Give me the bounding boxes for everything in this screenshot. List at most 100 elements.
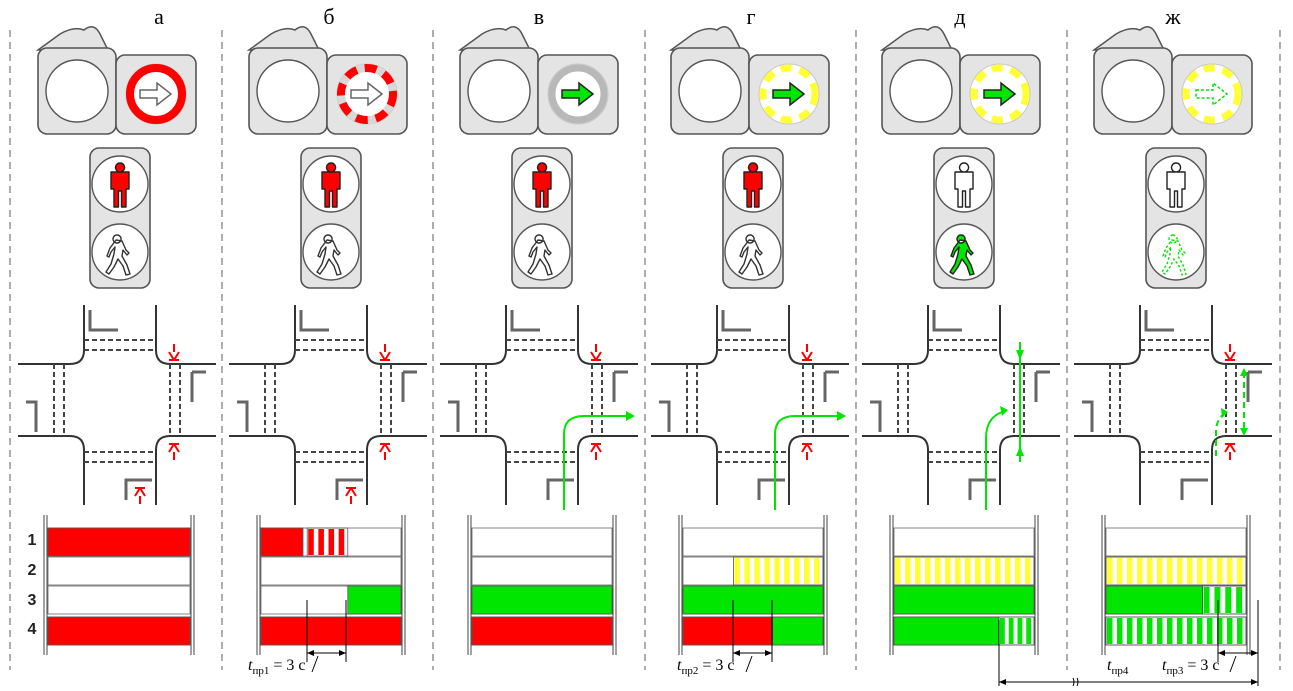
flashing-segment bbox=[895, 558, 901, 584]
stop-signal-marker bbox=[590, 344, 602, 361]
vehicle-signal-head bbox=[35, 26, 197, 135]
row-label-4: 4 bbox=[27, 621, 37, 638]
curb bbox=[999, 305, 1060, 365]
stop-line bbox=[1180, 478, 1208, 500]
flashing-segment bbox=[744, 558, 750, 584]
green-man-lamp bbox=[302, 223, 360, 281]
flashing-segment bbox=[1167, 558, 1173, 584]
arrow-ring bbox=[1182, 64, 1242, 124]
flashing-segment bbox=[1117, 558, 1123, 584]
stop-line bbox=[124, 478, 152, 500]
red-man-lamp bbox=[513, 155, 571, 213]
green-phase-bar bbox=[1105, 585, 1203, 615]
flashing-segment bbox=[1137, 618, 1143, 644]
flashing-segment bbox=[794, 558, 800, 584]
flashing-segment bbox=[1225, 587, 1232, 613]
green-phase-bar bbox=[893, 585, 1035, 615]
curb bbox=[1074, 435, 1141, 505]
flashing-segment bbox=[1217, 618, 1223, 644]
main-lamp-off bbox=[678, 59, 742, 123]
flashing-segment bbox=[1107, 618, 1113, 644]
flashing-phase-bar bbox=[306, 527, 349, 557]
walking-man-icon bbox=[738, 234, 764, 276]
panel-letter-b: б bbox=[323, 4, 335, 29]
panel-letter-v: в bbox=[533, 4, 545, 29]
curb bbox=[999, 435, 1060, 505]
vehicle-signal-head bbox=[879, 26, 1041, 135]
green-arrow-icon bbox=[139, 81, 173, 107]
flashing-segment bbox=[1015, 558, 1021, 584]
flashing-segment bbox=[965, 558, 971, 584]
red-man-lamp bbox=[302, 155, 360, 213]
axis-break bbox=[1072, 677, 1079, 687]
intersection-plan bbox=[1074, 305, 1272, 505]
curb bbox=[651, 305, 718, 365]
flashing-segment bbox=[1005, 558, 1011, 584]
stop-line bbox=[299, 310, 329, 332]
stop-signal-marker bbox=[345, 487, 357, 504]
flashing-segment bbox=[1000, 618, 1005, 644]
flashing-segment bbox=[995, 558, 1001, 584]
flashing-phase-bar bbox=[1105, 556, 1247, 586]
main-lamp-off bbox=[467, 59, 531, 123]
pedestrian-signal bbox=[933, 147, 995, 289]
intersection-plan bbox=[18, 305, 216, 505]
walking-man-icon bbox=[316, 234, 342, 276]
vehicle-signal-head bbox=[246, 26, 408, 135]
intersection-plan bbox=[862, 305, 1060, 510]
flashing-segment bbox=[1147, 618, 1153, 644]
timing-row-2 bbox=[47, 556, 191, 586]
flashing-segment bbox=[1137, 558, 1143, 584]
flashing-segment bbox=[1157, 618, 1163, 644]
stop-signal-marker bbox=[1224, 443, 1236, 460]
vehicle-signal-head bbox=[457, 26, 619, 135]
flashing-segment bbox=[338, 529, 345, 555]
main-lamp-off bbox=[1101, 59, 1165, 123]
intersection-plan bbox=[440, 305, 638, 510]
stop-line bbox=[335, 478, 363, 500]
green-phase-bar bbox=[893, 616, 1000, 646]
green-arrow-icon bbox=[1195, 81, 1229, 107]
stop-line bbox=[237, 400, 249, 432]
curb bbox=[1074, 305, 1141, 365]
row-label-3: 3 bbox=[27, 592, 37, 609]
intersection-plan bbox=[229, 305, 427, 505]
curb bbox=[155, 305, 216, 365]
flashing-segment bbox=[1127, 558, 1133, 584]
panel-letter-g: г bbox=[746, 4, 756, 29]
flashing-segment bbox=[774, 558, 780, 584]
curb bbox=[862, 305, 929, 365]
timing-row-2 bbox=[471, 556, 613, 586]
curb bbox=[18, 435, 85, 505]
flashing-segment bbox=[1197, 558, 1203, 584]
green-arrow-icon bbox=[350, 81, 384, 107]
visor bbox=[457, 26, 532, 51]
label-leader bbox=[745, 655, 753, 673]
panel-letter-d: д bbox=[954, 4, 966, 29]
stop-signal-marker bbox=[168, 344, 180, 361]
stop-line bbox=[510, 310, 540, 332]
flashing-segment bbox=[1237, 558, 1243, 584]
stop-signal-marker bbox=[1224, 344, 1236, 361]
stop-line bbox=[88, 310, 118, 332]
vehicle-signal-head bbox=[1091, 26, 1253, 135]
panel-letter-zh: ж bbox=[1165, 4, 1181, 29]
green-arrow-icon bbox=[561, 81, 595, 107]
flashing-segment bbox=[1187, 618, 1193, 644]
stop-signal-marker bbox=[134, 487, 146, 504]
flashing-segment bbox=[1117, 618, 1123, 644]
visor bbox=[668, 26, 743, 51]
arrow-ring bbox=[548, 64, 608, 124]
stop-line bbox=[1082, 400, 1094, 432]
stop-signal-marker bbox=[801, 443, 813, 460]
right-turn-path bbox=[563, 415, 626, 510]
standing-man-icon bbox=[1166, 162, 1186, 208]
curb bbox=[788, 305, 849, 365]
timing-label-pr2: tпр2 = 3 с bbox=[677, 657, 735, 678]
red-phase-bar bbox=[682, 616, 773, 646]
label-leader bbox=[1229, 655, 1237, 673]
flashing-segment bbox=[754, 558, 760, 584]
timing-row-1 bbox=[1105, 527, 1247, 557]
standing-man-icon bbox=[954, 162, 974, 208]
